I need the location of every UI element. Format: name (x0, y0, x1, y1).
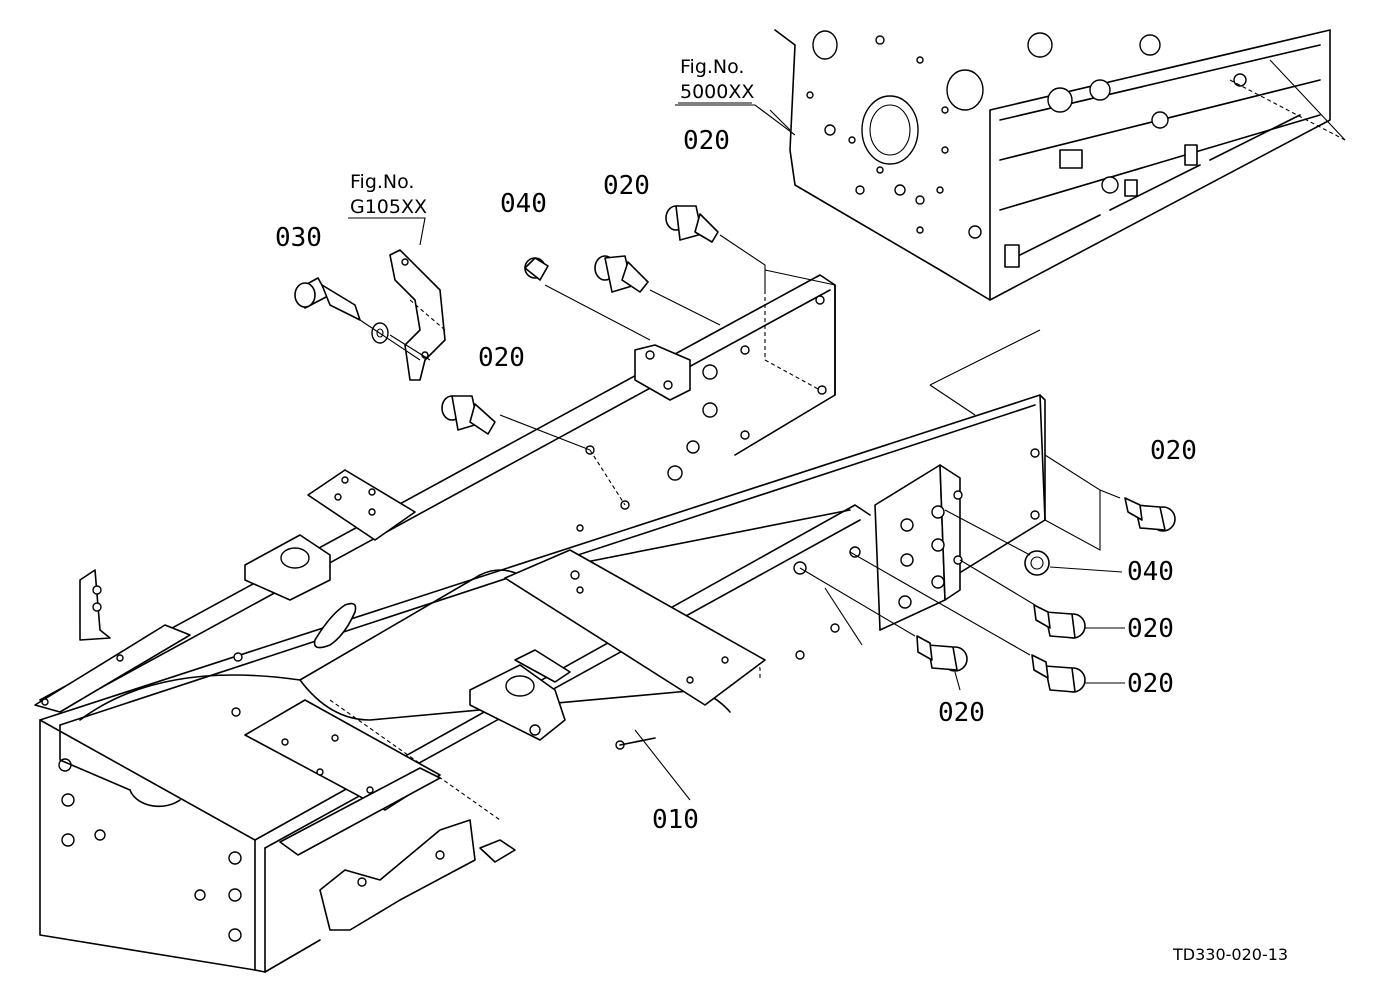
callout-020-right-top[interactable]: 020 (1150, 436, 1197, 466)
bolt-020-top-b (665, 205, 719, 243)
bolt-020-right-a (1033, 604, 1086, 639)
fig-ref-engine[interactable]: Fig.No. 5000XX (678, 56, 754, 104)
callout-030[interactable]: 030 (275, 223, 322, 253)
fig-ref-bracket[interactable]: Fig.No. G105XX (348, 171, 427, 219)
bolt-020-bottom (916, 635, 968, 672)
drawing-code: TD330-020-13 (1172, 945, 1288, 964)
bracket-g105xx (389, 249, 446, 381)
mount-block (874, 394, 1046, 631)
callout-020-top-b[interactable]: 020 (683, 126, 730, 156)
callout-010[interactable]: 010 (652, 805, 699, 835)
engine-block (774, 29, 1346, 301)
bolts (294, 205, 1176, 693)
fig-ref-engine-number: 5000XX (680, 81, 754, 103)
bolt-020-right-top (1124, 497, 1176, 532)
callout-020-right-a[interactable]: 020 (1127, 614, 1174, 644)
bolt-020-mid (441, 395, 496, 435)
callout-020-right-b[interactable]: 020 (1127, 669, 1174, 699)
callout-020-mid[interactable]: 020 (478, 343, 525, 373)
callout-020-top-a[interactable]: 020 (603, 171, 650, 201)
fig-ref-engine-title: Fig.No. (680, 56, 744, 78)
fig-ref-bracket-number: G105XX (350, 196, 427, 218)
collar-040-top (524, 257, 549, 281)
bolt-030 (294, 277, 389, 344)
bolt-020-right-b (1031, 654, 1086, 693)
callout-040-top[interactable]: 040 (500, 189, 547, 219)
fig-ref-bracket-title: Fig.No. (350, 171, 414, 193)
plates (34, 344, 766, 931)
collar-040-right (1024, 550, 1050, 576)
bolt-020-top-a (594, 255, 649, 293)
leader-lines (350, 104, 1125, 801)
callout-040-right[interactable]: 040 (1127, 557, 1174, 587)
frame-010 (39, 274, 1046, 973)
callout-020-bottom[interactable]: 020 (938, 698, 985, 728)
